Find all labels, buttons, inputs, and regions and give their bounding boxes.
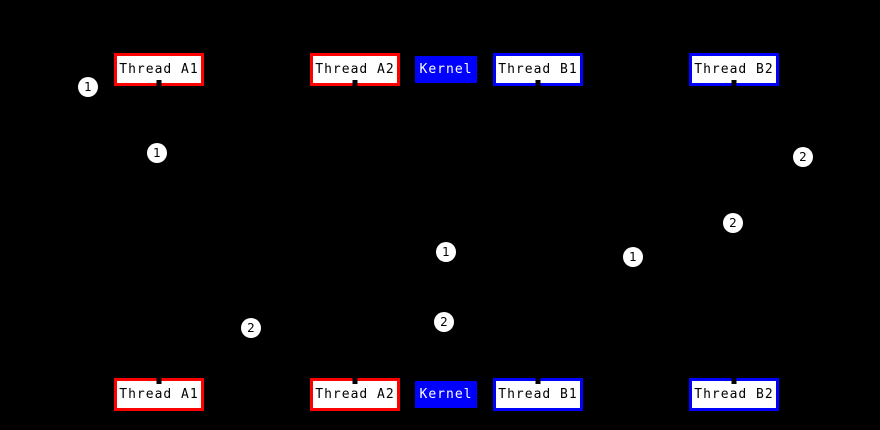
actor-box-thread-a2-bottom: Thread A2 bbox=[310, 378, 400, 411]
step-marker-2: 2 bbox=[723, 213, 743, 233]
actor-box-thread-b2-bottom: Thread B2 bbox=[689, 378, 779, 411]
actor-box-thread-a1-top: Thread A1 bbox=[114, 53, 204, 86]
step-marker-2: 2 bbox=[434, 312, 454, 332]
step-marker-1: 1 bbox=[147, 143, 167, 163]
actor-box-thread-a1-bottom: Thread A1 bbox=[114, 378, 204, 411]
step-marker-2: 2 bbox=[793, 147, 813, 167]
actor-box-thread-a2-top: Thread A2 bbox=[310, 53, 400, 86]
actor-box-thread-b2-top: Thread B2 bbox=[689, 53, 779, 86]
step-marker-1: 1 bbox=[623, 247, 643, 267]
step-marker-2: 2 bbox=[241, 318, 261, 338]
actor-box-thread-b1-bottom: Thread B1 bbox=[493, 378, 583, 411]
actor-box-thread-b1-top: Thread B1 bbox=[493, 53, 583, 86]
actor-box-kernel-top: Kernel bbox=[415, 56, 477, 83]
step-marker-1: 1 bbox=[78, 77, 98, 97]
step-marker-1: 1 bbox=[436, 242, 456, 262]
actor-box-kernel-bottom: Kernel bbox=[415, 381, 477, 408]
